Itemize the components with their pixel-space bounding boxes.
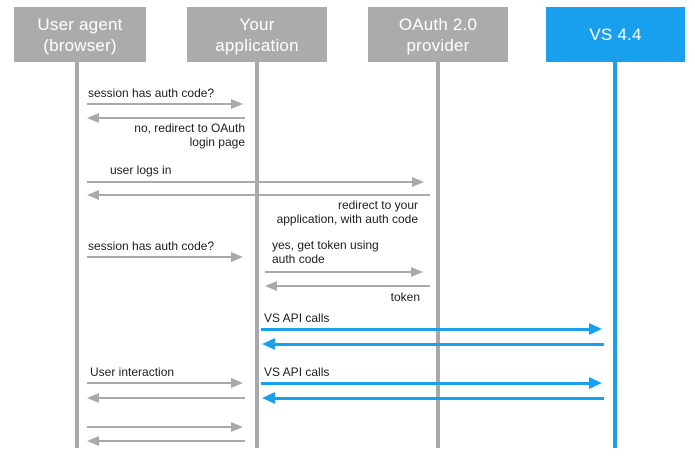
label-redirect-line2: application, with auth code bbox=[276, 212, 418, 226]
label-redirect-with-auth-code: redirect to your application, with auth … bbox=[238, 198, 418, 226]
lifeline-oauth-provider bbox=[436, 62, 440, 448]
label-vs-api-calls-1: VS API calls bbox=[264, 311, 330, 325]
label-user-interaction: User interaction bbox=[90, 365, 175, 379]
lifeline-vs44 bbox=[613, 62, 617, 448]
actor-oauth-provider-label-line2: provider bbox=[406, 35, 470, 55]
label-get-token-line2: auth code bbox=[272, 252, 325, 266]
label-token: token bbox=[390, 290, 420, 304]
actor-oauth-provider-box: OAuth 2.0 provider bbox=[368, 7, 508, 62]
actor-user-agent-label-line2: (browser) bbox=[43, 35, 117, 55]
actor-vs44-box: VS 4.4 bbox=[546, 7, 685, 62]
label-vs-api-calls-2: VS API calls bbox=[264, 365, 330, 379]
label-user-logs-in: user logs in bbox=[110, 163, 172, 177]
label-redirect-line1: redirect to your bbox=[337, 198, 418, 212]
actor-your-application-label-line2: application bbox=[215, 35, 299, 55]
label-no-redirect-line2: login page bbox=[189, 135, 245, 149]
lifeline-user-agent bbox=[75, 62, 79, 448]
actor-user-agent-box: User agent (browser) bbox=[14, 7, 146, 62]
actor-oauth-provider-label-line1: OAuth 2.0 bbox=[398, 14, 478, 34]
actor-your-application-label-line1: Your bbox=[239, 14, 275, 34]
actor-vs44-label: VS 4.4 bbox=[589, 25, 642, 44]
label-session-has-auth-code-2: session has auth code? bbox=[88, 239, 215, 253]
actor-your-application-box: Your application bbox=[187, 7, 327, 62]
actor-user-agent-label-line1: User agent bbox=[37, 14, 123, 34]
label-session-has-auth-code-1: session has auth code? bbox=[88, 86, 215, 100]
label-get-token-using-auth-code: yes, get token using auth code bbox=[272, 238, 379, 266]
label-get-token-line1: yes, get token using bbox=[272, 238, 379, 252]
label-no-redirect-line1: no, redirect to OAuth bbox=[134, 121, 245, 135]
label-no-redirect-to-oauth: no, redirect to OAuth login page bbox=[85, 121, 245, 149]
lifeline-your-application bbox=[255, 62, 259, 448]
